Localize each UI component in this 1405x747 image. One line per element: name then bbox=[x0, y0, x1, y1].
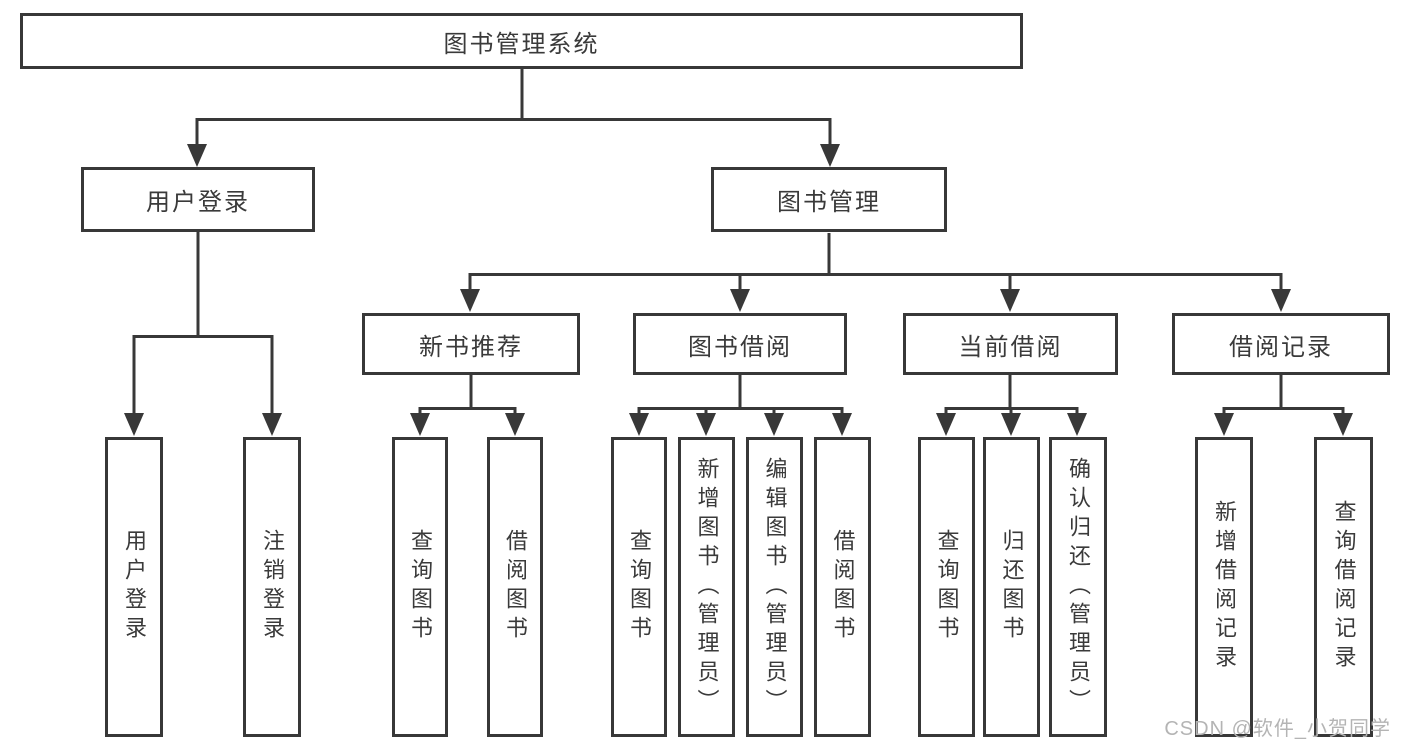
leaf-label: 查询借阅记录 bbox=[1331, 500, 1357, 674]
node-current-borrowing: 当前借阅 bbox=[903, 313, 1118, 375]
leaf-query-books-current: 查询图书 bbox=[918, 437, 975, 737]
leaf-label: 确认归还（管理员） bbox=[1066, 456, 1091, 718]
leaf-logout: 注销登录 bbox=[243, 437, 301, 737]
leaf-add-borrow-record: 新增借阅记录 bbox=[1195, 437, 1253, 737]
leaf-label: 归还图书 bbox=[999, 529, 1025, 645]
leaf-label: 新增图书（管理员） bbox=[694, 456, 720, 718]
csdn-watermark: CSDN @软件_小贺同学 bbox=[1164, 718, 1391, 740]
leaf-borrow-books-recommend: 借阅图书 bbox=[487, 437, 543, 737]
leaf-return-books: 归还图书 bbox=[983, 437, 1040, 737]
leaf-user-login: 用户登录 bbox=[105, 437, 163, 737]
node-book-management: 图书管理 bbox=[711, 167, 947, 232]
node-borrowing-records: 借阅记录 bbox=[1172, 313, 1390, 375]
leaf-confirm-return-admin: 确认归还（管理员） bbox=[1049, 437, 1107, 737]
leaf-borrow-books: 借阅图书 bbox=[814, 437, 871, 737]
node-book-borrowing: 图书借阅 bbox=[633, 313, 847, 375]
leaf-label: 借阅图书 bbox=[830, 529, 856, 645]
leaf-label: 查询图书 bbox=[627, 529, 652, 645]
leaf-edit-books-admin: 编辑图书（管理员） bbox=[746, 437, 803, 737]
leaf-query-books-recommend: 查询图书 bbox=[392, 437, 448, 737]
leaf-label: 查询图书 bbox=[934, 529, 960, 645]
leaf-label: 编辑图书（管理员） bbox=[762, 456, 788, 718]
node-user-login: 用户登录 bbox=[81, 167, 315, 232]
leaf-label: 用户登录 bbox=[122, 529, 147, 645]
leaf-label: 借阅图书 bbox=[503, 529, 528, 645]
leaf-query-books-borrowing: 查询图书 bbox=[611, 437, 667, 737]
leaf-label: 查询图书 bbox=[408, 529, 433, 645]
node-new-book-recommend: 新书推荐 bbox=[362, 313, 580, 375]
leaf-label: 注销登录 bbox=[260, 529, 285, 645]
arrowheads bbox=[124, 144, 1353, 436]
leaf-label: 新增借阅记录 bbox=[1212, 500, 1237, 674]
leaf-add-books-admin: 新增图书（管理员） bbox=[678, 437, 735, 737]
leaf-query-borrow-record: 查询借阅记录 bbox=[1314, 437, 1373, 737]
node-library-system: 图书管理系统 bbox=[20, 13, 1023, 69]
